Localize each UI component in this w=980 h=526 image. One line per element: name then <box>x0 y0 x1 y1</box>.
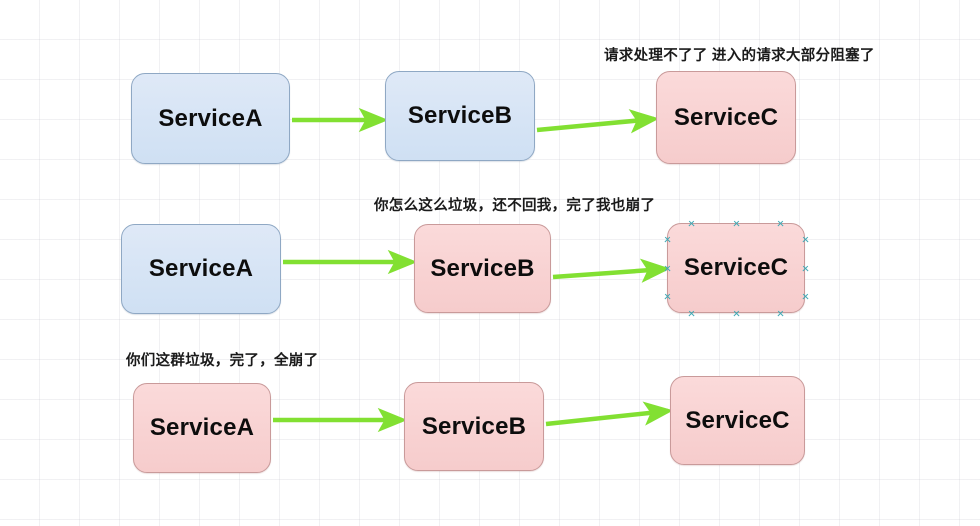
node-label: ServiceC <box>683 254 789 281</box>
annotation-text: 请求处理不了了 进入的请求大部分阻塞了 <box>604 48 875 64</box>
selection-handle[interactable] <box>802 293 809 300</box>
selection-handle[interactable] <box>688 310 695 317</box>
selection-handle[interactable] <box>802 236 809 243</box>
node-servicea[interactable]: ServiceA <box>131 73 290 164</box>
selection-handle[interactable] <box>777 310 784 317</box>
node-label: ServiceC <box>673 103 779 131</box>
selection-handle[interactable] <box>664 236 671 243</box>
node-label: ServiceB <box>407 102 513 129</box>
node-label: ServiceB <box>430 254 535 282</box>
selection-handle[interactable] <box>733 310 740 317</box>
node-label: ServiceA <box>158 104 263 132</box>
selection-handle[interactable] <box>688 220 695 227</box>
selection-handle[interactable] <box>733 220 740 227</box>
node-label: ServiceB <box>421 412 527 440</box>
node-servicea[interactable]: ServiceA <box>133 383 271 473</box>
selection-handle[interactable] <box>664 265 671 272</box>
selection-handle[interactable] <box>777 220 784 227</box>
node-label: ServiceC <box>685 406 790 434</box>
annotation-text: 你怎么这么垃圾，还不回我，完了我也崩了 <box>374 198 656 214</box>
node-servicec[interactable]: ServiceC <box>670 376 805 465</box>
flow-arrow[interactable] <box>552 258 671 283</box>
flow-arrow[interactable] <box>536 109 660 134</box>
selection-handle[interactable] <box>664 293 671 300</box>
node-label: ServiceA <box>149 414 255 441</box>
node-servicec[interactable]: ServiceC <box>656 71 796 164</box>
node-serviceb[interactable]: ServiceB <box>404 382 544 471</box>
node-serviceb[interactable]: ServiceB <box>385 71 535 161</box>
selection-handle[interactable] <box>802 265 809 272</box>
flow-arrow[interactable] <box>545 401 674 427</box>
node-servicec[interactable]: ServiceC <box>667 223 805 313</box>
node-label: ServiceA <box>148 255 254 282</box>
annotation-text: 你们这群垃圾，完了，全崩了 <box>126 353 319 369</box>
node-servicea[interactable]: ServiceA <box>121 224 281 314</box>
node-serviceb[interactable]: ServiceB <box>414 224 551 313</box>
